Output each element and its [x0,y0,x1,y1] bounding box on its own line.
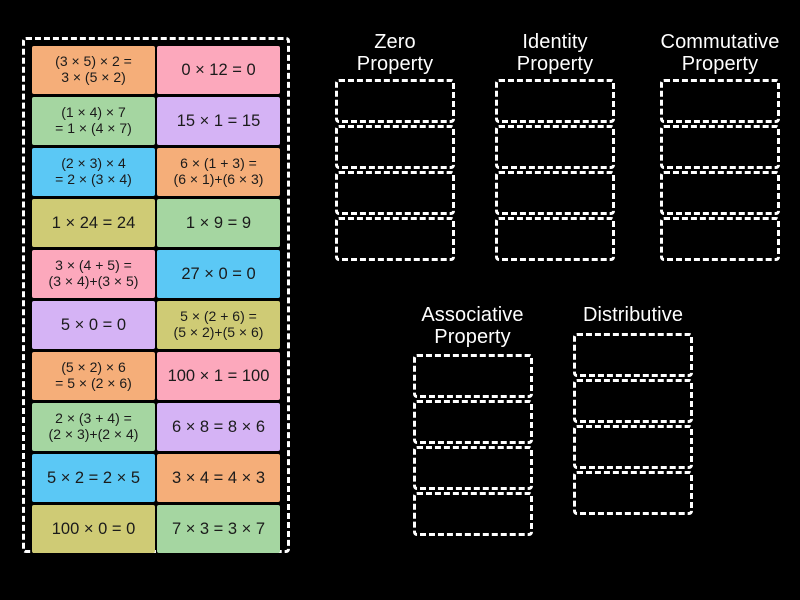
tile-label: (2 × 3) × 4 = 2 × (3 × 4) [55,155,132,187]
category-title-commutative-property: Commutative Property [660,31,780,75]
tile-label: (1 × 4) × 7 = 1 × (4 × 7) [55,104,132,136]
tile-label: 1 × 9 = 9 [185,213,252,232]
dropzone[interactable] [335,217,455,262]
tile[interactable]: 1 × 24 = 24 [32,199,155,247]
tile-label: 6 × (1 + 3) = (6 × 1)+(6 × 3) [173,155,264,187]
tile-label: 100 × 0 = 0 [51,519,136,538]
dropzone-list-identity-property [490,79,620,262]
tile-label: 6 × 8 = 8 × 6 [171,417,266,436]
tile-label: 5 × (2 + 6) = (5 × 2)+(5 × 6) [173,308,264,340]
tile[interactable]: 1 × 9 = 9 [157,199,280,247]
tile-label: 5 × 0 = 0 [60,315,127,334]
tile-label: 100 × 1 = 100 [167,366,270,385]
category-title-distributive-property: Distributive [582,304,684,326]
tile[interactable]: 5 × 2 = 2 × 5 [32,454,155,502]
tile[interactable]: 2 × (3 + 4) = (2 × 3)+(2 × 4) [32,403,155,451]
tile-label: (3 × 5) × 2 = 3 × (5 × 2) [55,53,132,85]
dropzone[interactable] [660,125,780,170]
tile[interactable]: 7 × 3 = 3 × 7 [157,505,280,553]
tile-grid: (3 × 5) × 2 = 3 × (5 × 2) 0 × 12 = 0 (1 × … [32,46,280,553]
tile[interactable]: 5 × 0 = 0 [32,301,155,349]
tile-label: 1 × 24 = 24 [51,213,136,232]
tile[interactable]: (1 × 4) × 7 = 1 × (4 × 7) [32,97,155,145]
dropzone-list-associative-property [400,354,545,537]
tile-label: 15 × 1 = 15 [176,111,261,130]
dropzone[interactable] [412,446,533,491]
dropzone[interactable] [495,171,615,216]
category-associative-property: Associative Property [400,304,545,537]
tile[interactable]: 3 × (4 + 5) = (3 × 4)+(3 × 5) [32,250,155,298]
dropzone[interactable] [495,79,615,124]
tile[interactable]: 6 × (1 + 3) = (6 × 1)+(6 × 3) [157,148,280,196]
tile-label: 5 × 2 = 2 × 5 [46,468,141,487]
tile-label: 0 × 12 = 0 [181,60,256,79]
dropzone-list-zero-property [330,79,460,262]
dropzone[interactable] [335,79,455,124]
category-title-zero-property: Zero Property [356,31,434,75]
tile[interactable]: (3 × 5) × 2 = 3 × (5 × 2) [32,46,155,94]
tile-label: 27 × 0 = 0 [181,264,256,283]
dropzone[interactable] [495,125,615,170]
tile-label: 3 × (4 + 5) = (3 × 4)+(3 × 5) [48,257,139,289]
tile[interactable]: 3 × 4 = 4 × 3 [157,454,280,502]
tile-label: 2 × (3 + 4) = (2 × 3)+(2 × 4) [48,410,139,442]
tile[interactable]: 5 × (2 + 6) = (5 × 2)+(5 × 6) [157,301,280,349]
category-title-identity-property: Identity Property [516,31,594,75]
category-zero-property: Zero Property [330,31,460,262]
tile[interactable]: 100 × 1 = 100 [157,352,280,400]
tile-bank[interactable]: (3 × 5) × 2 = 3 × (5 × 2) 0 × 12 = 0 (1 × … [22,37,290,553]
category-distributive-property: Distributive [558,304,708,515]
tile[interactable]: (2 × 3) × 4 = 2 × (3 × 4) [32,148,155,196]
dropzone-list-commutative-property [645,79,795,262]
dropzone[interactable] [573,470,693,515]
tile[interactable]: 100 × 0 = 0 [32,505,155,553]
dropzone[interactable] [335,171,455,216]
tile[interactable]: (5 × 2) × 6 = 5 × (2 × 6) [32,352,155,400]
category-identity-property: Identity Property [490,31,620,262]
tile[interactable]: 6 × 8 = 8 × 6 [157,403,280,451]
tile-label: 7 × 3 = 3 × 7 [171,519,266,538]
dropzone-list-distributive-property [558,332,708,515]
tile-label: (5 × 2) × 6 = 5 × (2 × 6) [55,359,132,391]
tile-label: 3 × 4 = 4 × 3 [171,468,266,487]
dropzone[interactable] [573,332,693,377]
tile[interactable]: 15 × 1 = 15 [157,97,280,145]
dropzone[interactable] [412,354,533,399]
dropzone[interactable] [495,217,615,262]
dropzone[interactable] [335,125,455,170]
dropzone[interactable] [412,492,533,537]
dropzone[interactable] [573,378,693,423]
tile[interactable]: 27 × 0 = 0 [157,250,280,298]
dropzone[interactable] [412,400,533,445]
category-commutative-property: Commutative Property [645,31,795,262]
category-title-associative-property: Associative Property [421,304,524,348]
tile[interactable]: 0 × 12 = 0 [157,46,280,94]
dropzone[interactable] [573,424,693,469]
dropzone[interactable] [660,217,780,262]
dropzone[interactable] [660,79,780,124]
dropzone[interactable] [660,171,780,216]
